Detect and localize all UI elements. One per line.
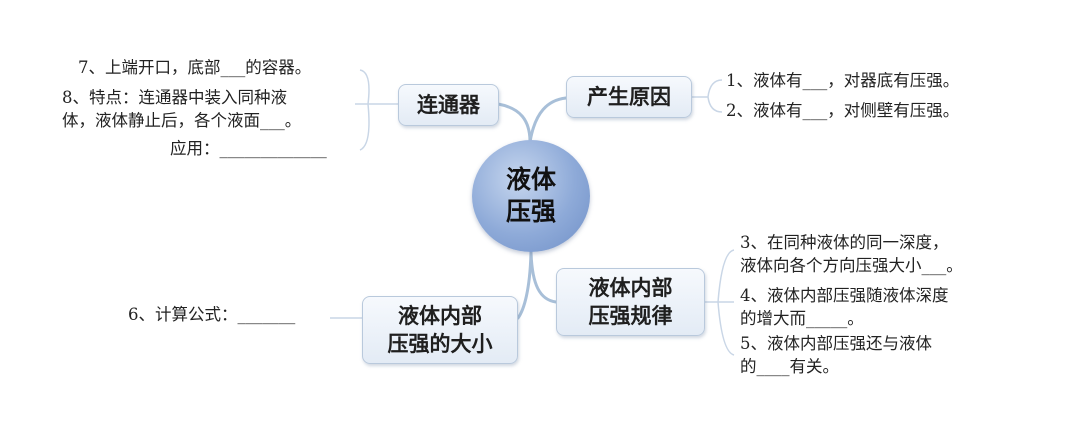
leaf-item2: 2、液体有___，对侧壁有压强。 (726, 101, 960, 120)
bracket-cause (692, 79, 723, 113)
branch-internal-law[interactable]: 液体内部 压强规律 (556, 268, 705, 336)
link-connector (496, 102, 532, 144)
branch-magnitude-line1: 液体内部 (398, 302, 482, 328)
leaf-item6: 6、计算公式：_______ (128, 305, 296, 324)
leaf-item5-line1: 5、液体内部压强还与液体 (740, 334, 932, 353)
leaf-item4-line1: 4、液体内部压强随液体深度 (740, 286, 949, 305)
leaf-item5-line2: 的____有关。 (740, 357, 839, 376)
branch-internal-law-line2: 压强规律 (588, 303, 673, 328)
link-internal (529, 250, 558, 304)
leaf-application: 应用：_____________ (170, 139, 327, 158)
branch-cause[interactable]: 产生原因 (566, 76, 692, 118)
central-topic-line1: 液体 (505, 164, 556, 194)
leaf-item4-line2: 的增大而_____。 (740, 309, 864, 328)
branch-connector[interactable]: 连通器 (398, 84, 499, 126)
central-topic[interactable]: 液体 压强 (472, 140, 590, 252)
branch-cause-label: 产生原因 (587, 83, 671, 109)
central-topic-line2: 压强 (505, 197, 556, 226)
branch-magnitude-line2: 压强的大小 (387, 331, 493, 356)
leaf-item3-line2: 液体向各个方向压强大小___。 (740, 256, 963, 275)
branch-internal-law-line1: 液体内部 (588, 274, 673, 300)
link-cause (528, 96, 568, 144)
leaf-item1: 1、液体有___，对器底有压强。 (726, 71, 960, 90)
bracket-connector (355, 69, 398, 151)
bracket-internal (705, 249, 735, 356)
leaf-item8-line2: 体，液体静止后，各个液面___。 (62, 111, 302, 130)
leaf-item7: 7、上端开口，底部___的容器。 (78, 58, 312, 77)
leaf-item8-line1: 8、特点：连通器中装入同种液 (62, 88, 287, 107)
branch-magnitude[interactable]: 液体内部 压强的大小 (362, 296, 518, 364)
link-magnitude (516, 250, 533, 320)
leaf-item3-line1: 3、在同种液体的同一深度， (740, 233, 949, 252)
branch-connector-label: 连通器 (417, 91, 480, 117)
